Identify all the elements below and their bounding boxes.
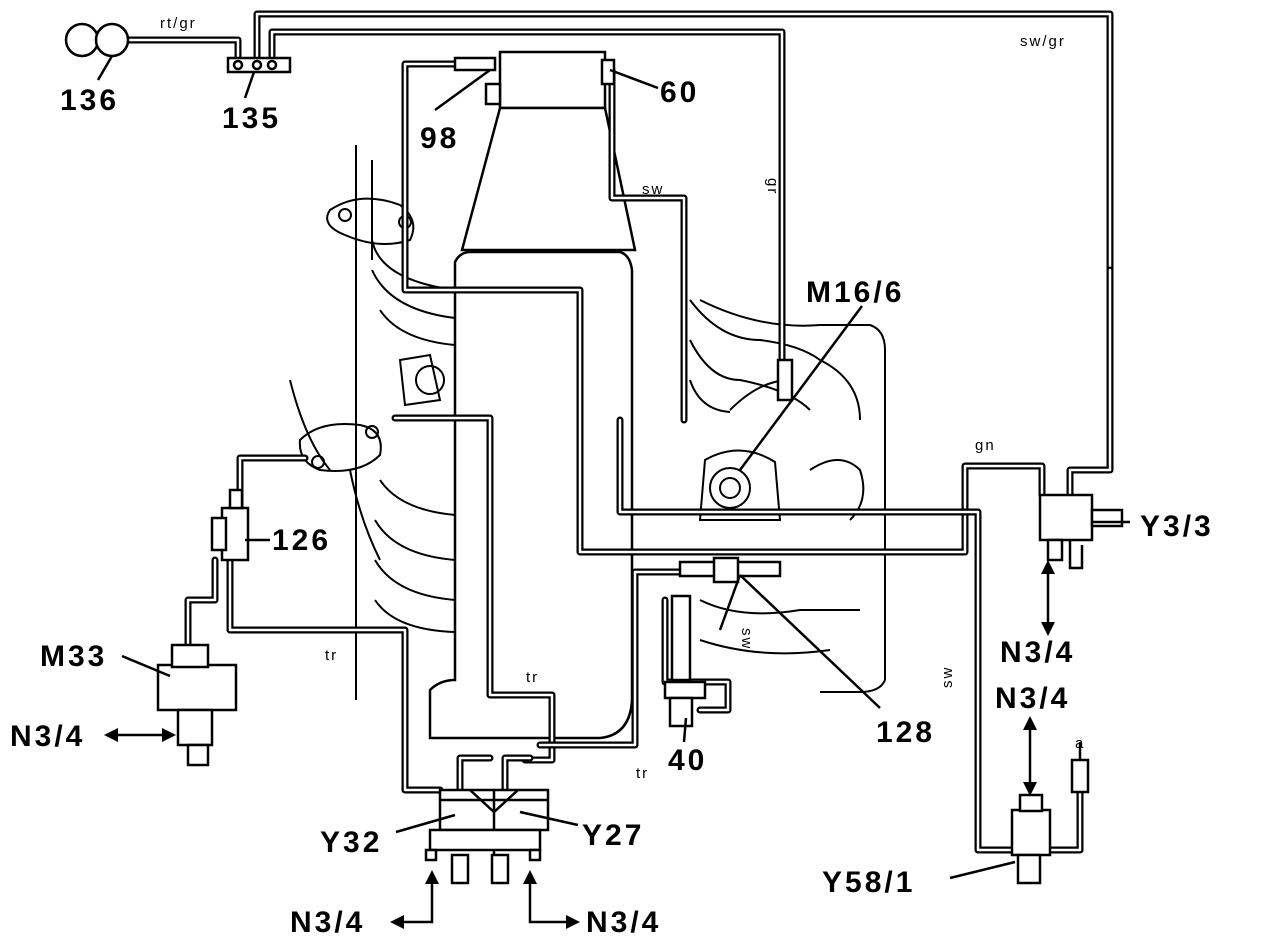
component-135: [226, 56, 292, 74]
label-60: 60: [660, 76, 699, 109]
label-y32: Y32: [320, 826, 382, 859]
label-y58-1: Y58/1: [822, 866, 915, 899]
wire-sw-top: sw: [642, 181, 664, 198]
label-n3-4-c: N3/4: [10, 720, 85, 753]
wire-gr: gr: [764, 178, 781, 195]
component-m16-6: [776, 358, 794, 402]
label-m16-6: M16/6: [806, 276, 904, 309]
intake-housing: [428, 50, 637, 740]
engine-outline: [289, 145, 886, 700]
wire-color-labels: rt/gr sw/gr gr sw gn sw sw tr tr tr: [160, 15, 1066, 782]
component-128: [678, 556, 782, 631]
label-126: 126: [272, 524, 331, 557]
wire-tr-center: tr: [526, 669, 539, 686]
component-136: [64, 22, 130, 58]
wire-sw-gr: sw/gr: [1020, 33, 1066, 50]
wire-tr-bottom: tr: [636, 765, 649, 782]
label-a: a: [1075, 735, 1085, 752]
label-n3-4-d: N3/4: [290, 906, 365, 939]
component-y32-y27: [424, 788, 550, 885]
arrows: [104, 560, 1055, 929]
wire-sw-mid: sw: [738, 628, 755, 650]
label-135: 135: [222, 102, 281, 135]
component-126: [210, 488, 250, 562]
component-m33: [156, 643, 238, 767]
component-y58-1: [1010, 742, 1090, 885]
label-n3-4-b: N3/4: [995, 682, 1070, 715]
label-y27: Y27: [582, 819, 644, 852]
wire-sw-right: sw: [939, 666, 956, 688]
leader-lines: [96, 55, 1130, 880]
label-n3-4-e: N3/4: [586, 906, 661, 939]
label-y3-3: Y3/3: [1140, 510, 1214, 543]
component-98: [453, 56, 497, 72]
component-labels: 136 135 98 60 M16/6 Y3/3 N3/4 N3/4 126 M…: [10, 76, 1214, 939]
wire-rt-gr: rt/gr: [160, 15, 197, 32]
component-y3-3: [1038, 493, 1124, 570]
wire-tr-left: tr: [325, 647, 338, 664]
label-40: 40: [668, 744, 707, 777]
label-128: 128: [876, 716, 935, 749]
label-98: 98: [420, 122, 459, 155]
wire-gn: gn: [975, 437, 996, 454]
label-136: 136: [60, 84, 119, 117]
label-n3-4-a: N3/4: [1000, 636, 1075, 669]
component-40: [663, 594, 707, 728]
label-m33: M33: [40, 640, 107, 673]
vacuum-hoses: [124, 10, 1114, 854]
